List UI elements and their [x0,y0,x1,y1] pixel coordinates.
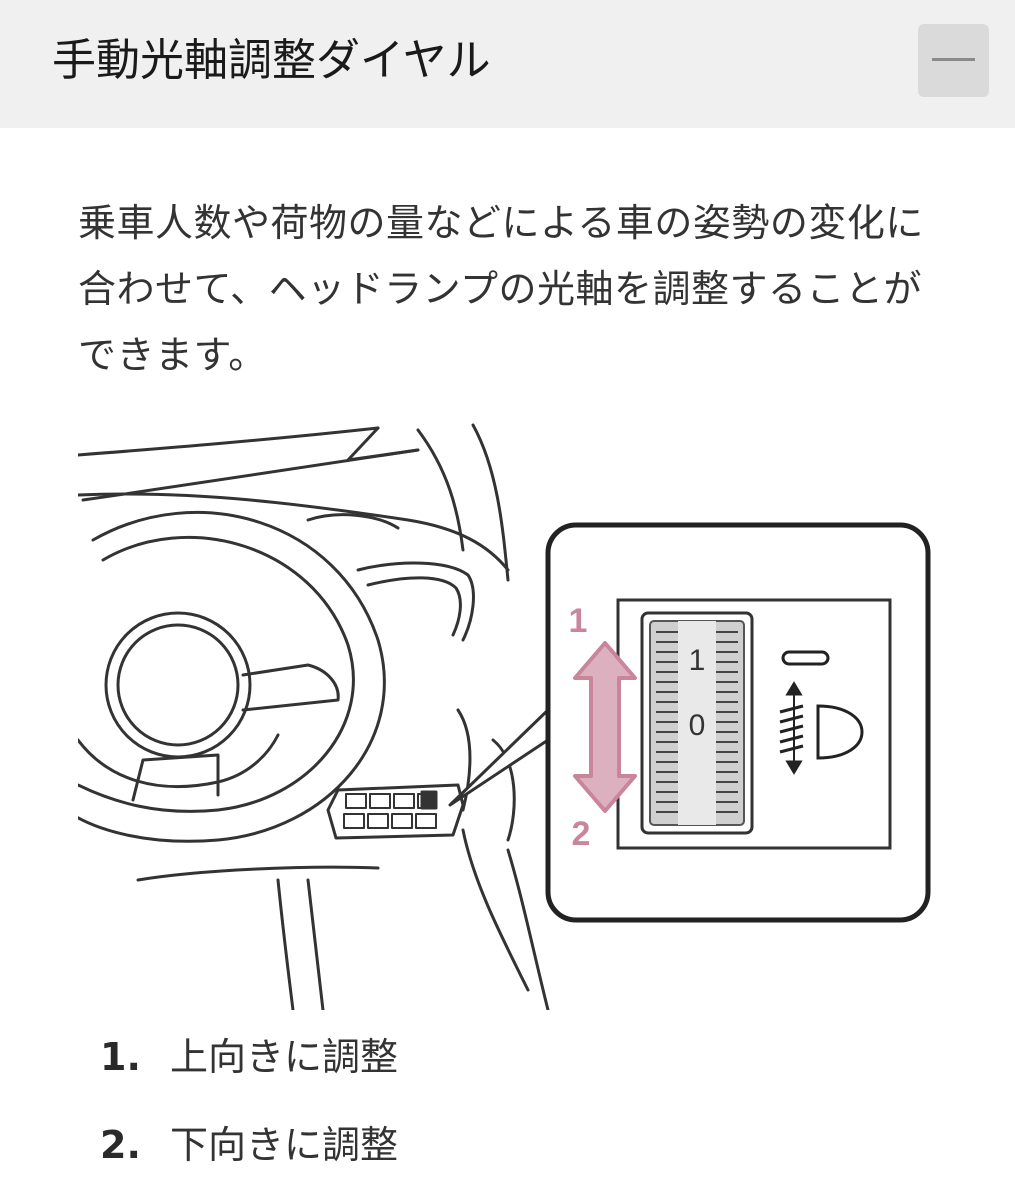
steering-wheel [71,510,386,843]
switch-panel [326,783,465,840]
description-text: 乗車人数や荷物の量などによる車の姿勢の変化に合わせて、ヘッドランプの光軸を調整す… [78,201,924,377]
windshield-line [76,426,380,457]
collapse-button[interactable] [918,24,989,97]
dashboard-drawing: 1 0 1 2 [71,423,931,1012]
section-title: 手動光軸調整ダイヤル [52,35,491,86]
double-arrow-icon [573,641,637,813]
headlamp-leveling-icon [779,650,864,775]
label-down: 2 [572,815,591,853]
section-header[interactable]: 手動光軸調整ダイヤル [0,0,1015,128]
dial-illustration: 1 0 1 2 [71,410,943,1012]
minus-icon [932,58,975,61]
steering-hub [104,611,252,759]
dial-mark-bottom: 0 [689,709,706,742]
dial-mark-top: 1 [689,644,706,677]
step-number: 1. [100,1035,141,1079]
step-text: 下向きに調整 [170,1123,399,1167]
step-number: 2. [100,1123,141,1167]
list-item: 2. 下向きに調整 [100,1116,800,1174]
label-up: 1 [569,602,588,640]
step-text: 上向きに調整 [170,1035,399,1079]
list-item: 1. 上向きに調整 [100,1028,800,1086]
steps-list: 1. 上向きに調整 2. 下向きに調整 [100,1028,800,1204]
